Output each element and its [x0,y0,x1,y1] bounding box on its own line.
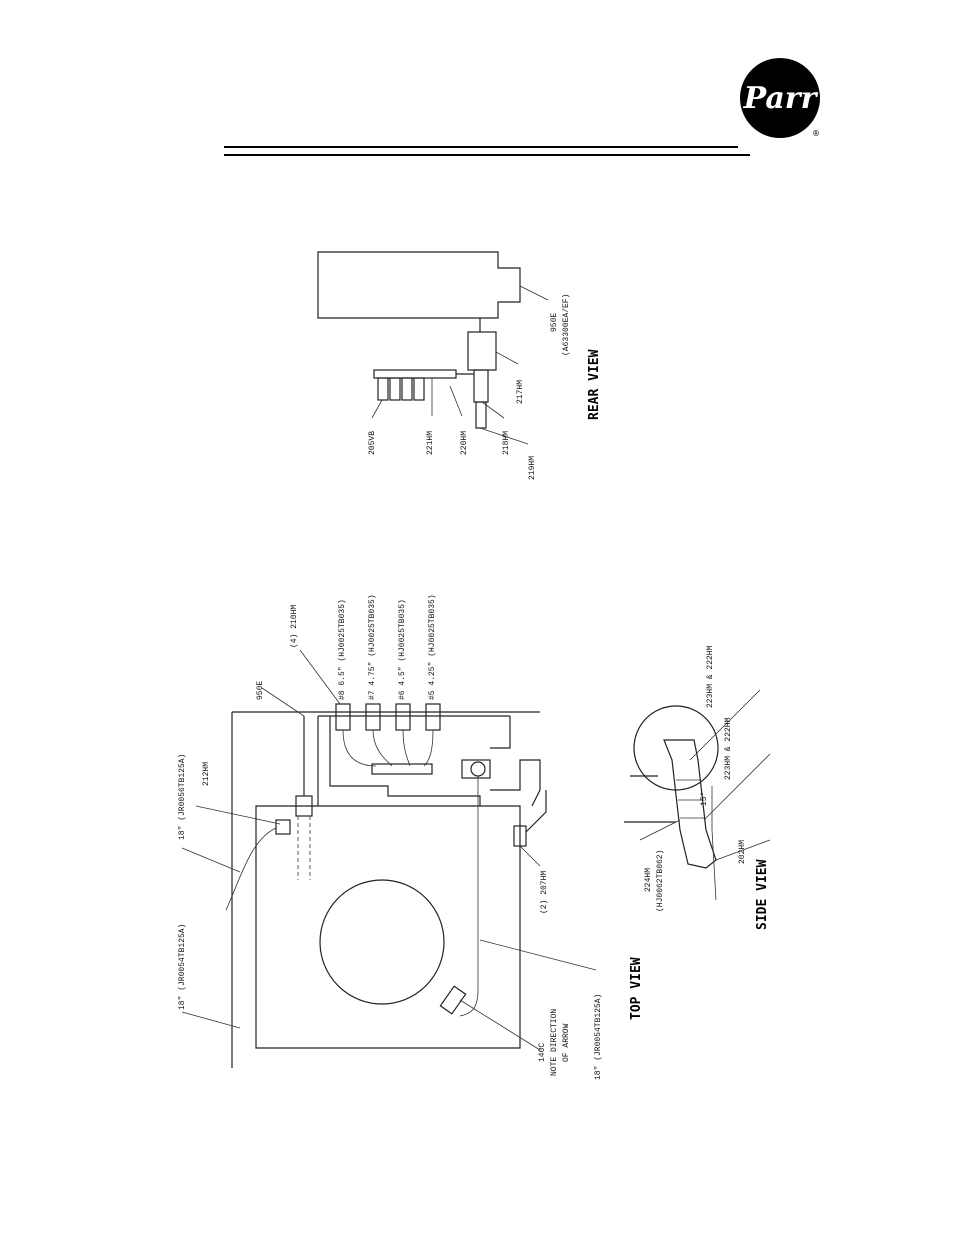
label-223-b: 223HM & 222HM [724,717,733,780]
label-valve-8: #8 6.5" (HJ0025TB035) [338,599,347,700]
vessel-circle [319,879,445,1005]
label-15-deg: 15° [700,792,709,806]
parr-logo: Parr ® [740,58,820,138]
leader-950e [519,285,549,301]
leader-219hm [479,427,529,445]
rear-fitting-218hm [473,369,489,403]
rear-valve-2 [389,377,401,401]
label-18a: 18" (JR0056TB125A) [178,754,187,840]
top-view: 18" (JR0056TB125A) 18" (JR0054TB125A) 18… [178,594,644,1080]
top-valve-knob [470,761,486,777]
label-a63300ea: (A63300EA/EF) [562,294,571,356]
label-valve-5: #5 4.25" (HJ0025TB035) [428,594,437,700]
top-valve-6 [395,703,411,731]
label-valve-7: #7 4.75" (HJ0025TB035) [368,594,377,700]
rear-fitting-219hm [475,401,487,429]
rear-fitting-217hm [467,331,497,371]
top-tube-18a [225,827,277,911]
label-note-direction: NOTE DIRECTION [550,1009,559,1076]
top-fitting-212hm [275,819,291,835]
label-224hm: 224HM [644,868,653,892]
rear-valve-3 [401,377,413,401]
leader-218hm [481,401,505,419]
header-rule-top [224,146,738,148]
top-frame-lower [329,716,481,806]
leader-223-b [703,753,771,821]
logo-text: Parr [743,81,819,116]
top-check-valve-140c [439,985,467,1015]
label-217hm: 217HM [516,380,525,404]
label-950e-top: 950E [256,681,265,700]
top-manifold [371,763,433,775]
label-140c: 140C [538,1043,547,1062]
top-tube-18c [459,776,479,1017]
label-18b: 18" (JR0054TB125A) [178,924,187,1010]
label-4-210hm: (4) 210HM [290,605,299,648]
header-rule-bottom [224,154,750,156]
leader-18b [181,1011,241,1029]
top-valve-body [461,759,491,779]
side-fitting-assembly [663,739,717,869]
leader-210hm [299,649,341,705]
label-18c: 18" (JR0054TB125A) [594,994,603,1080]
leader-140c [459,999,541,1051]
label-212hm: 212HM [202,762,211,786]
top-valve-5 [425,703,441,731]
side-vertical-line [711,829,717,901]
top-view-title: TOP VIEW [629,957,644,1020]
leader-18c [479,939,597,971]
leader-202hm [715,839,771,861]
top-base-plate [255,805,521,1049]
leader-207hm [519,845,541,867]
label-220hm: 220HM [460,431,469,455]
leader-18a [181,847,241,873]
top-tube-7 [372,729,393,767]
label-valve-6: #6 4.5" (HJ0025TB035) [398,599,407,700]
top-valve-8 [335,703,351,731]
side-view-title: SIDE VIEW [755,859,770,930]
leader-950e-top [261,687,305,717]
label-of-arrow: OF ARROW [562,1023,571,1062]
label-219hm: 219HM [528,456,537,480]
top-elbow-line [490,716,541,807]
leader-223-a [689,689,761,761]
label-207hm: (2) 207HM [540,871,549,914]
leader-220hm [449,385,463,417]
rear-manifold-bar [373,369,457,379]
label-202hm: 202HM [738,840,747,864]
leader-224hm [639,819,681,841]
rear-vessel-body [317,251,521,319]
side-vessel-head [633,705,719,791]
rear-view-title: REAR VIEW [587,349,602,420]
top-tube-6 [402,729,411,767]
registered-mark: ® [812,129,820,138]
label-205vb: 205VB [368,431,377,455]
leader-212hm [195,805,281,825]
leader-205vb [371,399,383,419]
top-tube-5 [423,729,434,767]
leader-217hm [495,351,519,365]
label-224hm-part: (HJ0062TB062) [656,850,665,912]
label-223-a: 223HM & 222HM [706,645,715,708]
label-218hm: 218HM [502,431,511,455]
label-950e: 950E [550,313,559,332]
rear-view: 205VB 221HM 220HM 218HM 219HM 217HM 950E… [317,251,602,480]
top-valve-7 [365,703,381,731]
top-elbow-207hm [525,790,547,833]
top-tube-8 [342,729,377,767]
rear-valve-1 [377,377,389,401]
label-221hm: 221HM [426,431,435,455]
side-view: 223HM & 222HM 223HM & 222HM 15° 202HM 22… [624,645,771,930]
rear-valve-4 [413,377,425,401]
